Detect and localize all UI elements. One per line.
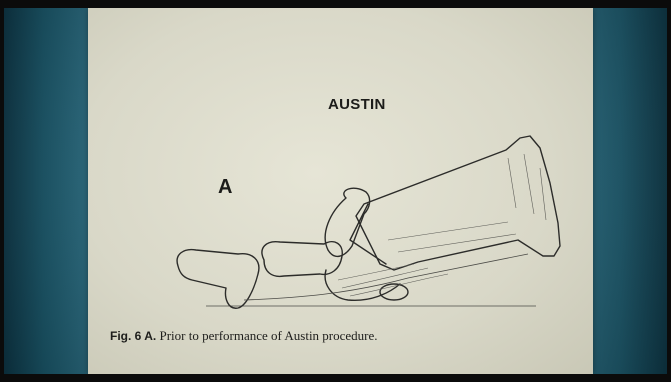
presentation-screen: AUSTIN A Fig. 6 A. Prior to performance … xyxy=(4,8,667,374)
metatarsal-head xyxy=(325,188,369,256)
procedure-title: AUSTIN xyxy=(328,96,386,113)
figure-number: Fig. 6 A. xyxy=(110,329,156,343)
foot-bone-illustration xyxy=(88,8,593,374)
osteotomy-chevron xyxy=(350,204,386,264)
slide-image: AUSTIN A Fig. 6 A. Prior to performance … xyxy=(88,8,593,374)
figure-caption: Fig. 6 A. Prior to performance of Austin… xyxy=(110,328,378,344)
panel-letter: A xyxy=(218,176,232,199)
metatarsal-bone xyxy=(356,136,560,270)
distal-phalanx xyxy=(177,250,259,309)
caption-text: Prior to performance of Austin procedure… xyxy=(159,328,377,343)
metatarsal-shading xyxy=(388,154,546,252)
soft-tissue-lines xyxy=(338,264,448,296)
proximal-phalanx xyxy=(262,242,342,277)
